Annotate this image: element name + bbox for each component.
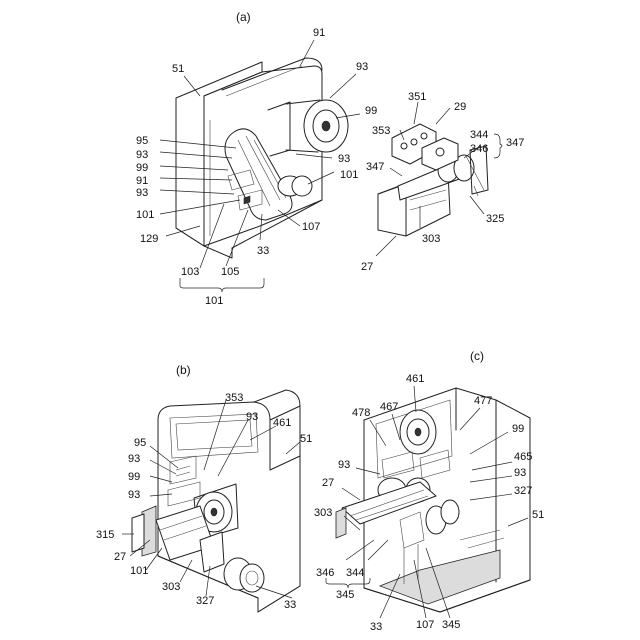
panel-label-b: (b): [176, 363, 191, 377]
ref-351-a: 351: [408, 91, 426, 103]
ref-346-c: 346: [316, 567, 334, 579]
roller-461-c: [400, 410, 436, 454]
ref-107-a: 107: [302, 221, 320, 233]
ref-99-b: 99: [128, 471, 140, 483]
ref-353-b: 353: [225, 392, 243, 404]
ref-93-a1: 93: [136, 149, 148, 161]
ref-101-right-a: 101: [340, 169, 358, 181]
ref-29-a: 29: [454, 101, 466, 113]
ref-27-a: 27: [361, 261, 373, 273]
ref-93-b: 93: [246, 411, 258, 423]
ref-51-a: 51: [172, 63, 184, 75]
ref-95-b: 95: [134, 437, 146, 449]
ref-33-a: 33: [257, 245, 269, 257]
bracket-351-a: [392, 124, 458, 170]
ref-327-c: 327: [514, 485, 532, 497]
ref-27-b: 27: [114, 551, 126, 563]
ref-51-c: 51: [532, 509, 544, 521]
ref-93-a3: 93: [338, 153, 350, 165]
ref-347-a: 347: [506, 137, 524, 149]
ref-103-a: 103: [181, 266, 199, 278]
ref-27-c: 27: [322, 477, 334, 489]
ref-303-a: 303: [422, 233, 440, 245]
ref-105-a: 105: [221, 266, 239, 278]
ref-325-a: 325: [486, 213, 504, 225]
panel-c: (c): [314, 349, 544, 633]
ref-101-left-a: 101: [136, 209, 154, 221]
ref-33-c: 33: [370, 621, 382, 633]
ref-467-c: 467: [380, 401, 398, 413]
ref-315-b: 315: [96, 529, 114, 541]
ref-101-group-a: 101: [205, 295, 223, 307]
ref-93-top-a: 93: [356, 61, 368, 73]
ref-303-b: 303: [162, 581, 180, 593]
ref-33-b: 33: [284, 599, 296, 611]
ref-93-b2: 93: [128, 489, 140, 501]
ref-478-c: 478: [352, 407, 370, 419]
ref-461-b: 461: [273, 417, 291, 429]
ref-101-b: 101: [130, 565, 148, 577]
ref-91-a2: 91: [136, 175, 148, 187]
ref-93-a2: 93: [136, 187, 148, 199]
ref-303-c: 303: [314, 507, 332, 519]
ref-93-c1: 93: [338, 459, 350, 471]
ref-129-a: 129: [140, 233, 158, 245]
panel-a: (a): [136, 10, 524, 307]
ref-93-c2: 93: [514, 467, 526, 479]
panel-b: (b): [96, 363, 312, 612]
ref-344-a: 344: [470, 129, 488, 141]
ref-477-c: 477: [474, 395, 492, 407]
ref-95-a: 95: [136, 135, 148, 147]
ref-327-b: 327: [196, 595, 214, 607]
ref-91-a: 91: [313, 27, 325, 39]
ref-344-c: 344: [346, 567, 364, 579]
ref-99-top-a: 99: [365, 105, 377, 117]
ref-99-c: 99: [512, 423, 524, 435]
ref-346-a: 346: [470, 143, 488, 155]
ref-461-c: 461: [406, 373, 424, 385]
panel-label-a: (a): [236, 10, 251, 24]
panel-label-c: (c): [470, 349, 484, 363]
ref-465-c: 465: [514, 451, 532, 463]
ref-51-b: 51: [300, 433, 312, 445]
ref-345-c: 345: [442, 619, 460, 631]
ref-93-b1: 93: [128, 453, 140, 465]
ref-353-a: 353: [372, 125, 390, 137]
ref-107-c: 107: [416, 619, 434, 631]
ref-347b-a: 347: [366, 161, 384, 173]
ref-99-a: 99: [136, 162, 148, 174]
ref-345-group-c: 345: [336, 589, 354, 601]
